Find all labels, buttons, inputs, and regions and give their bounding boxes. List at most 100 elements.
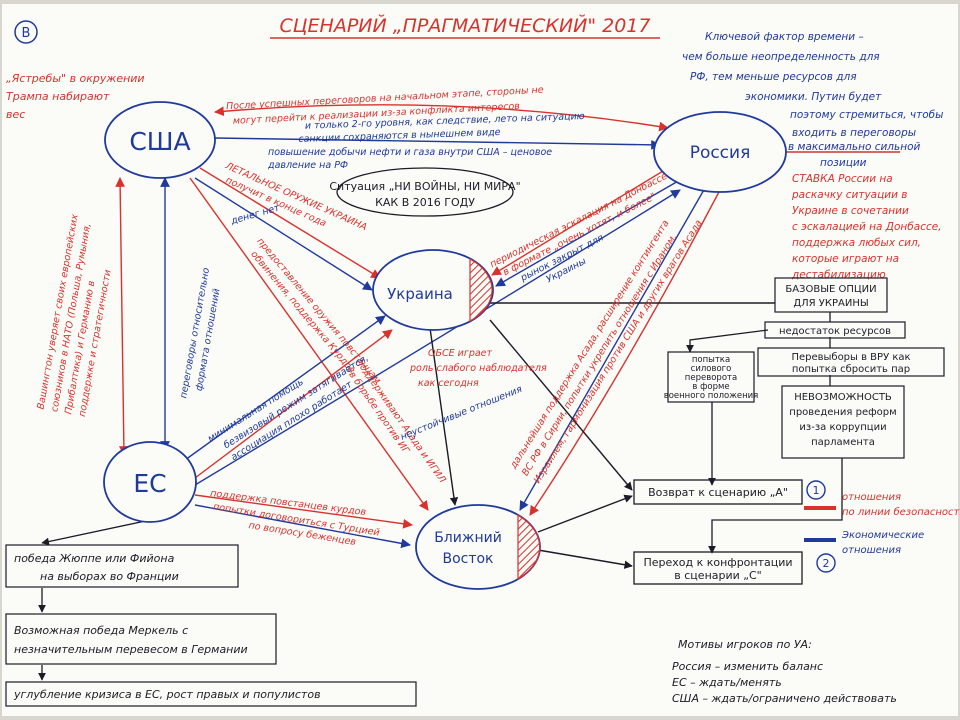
svg-text:в форме: в форме — [692, 382, 729, 392]
svg-text:попытка: попытка — [692, 355, 730, 365]
svg-text:ДЛЯ УКРАИНЫ: ДЛЯ УКРАИНЫ — [793, 298, 868, 309]
outcome-a-number: 1 — [813, 484, 820, 497]
top-left-note: „Ястребы" в окружении Трампа набирают ве… — [6, 72, 145, 121]
svg-text:„Ястребы" в окружении: „Ястребы" в окружении — [6, 72, 145, 85]
node-usa-label: США — [129, 127, 190, 156]
edge-ukraine-outcome-a — [489, 319, 633, 491]
svg-text:поэтому стремиться, чтобы: поэтому стремиться, чтобы — [790, 109, 943, 121]
svg-text:ОБСЕ играет: ОБСЕ играет — [428, 348, 493, 359]
legend-blue-label-1: Экономические — [841, 530, 924, 541]
svg-text:Ключевой фактор времени –: Ключевой фактор времени – — [705, 31, 864, 43]
svg-text:раскачку ситуации в: раскачку ситуации в — [791, 189, 907, 201]
svg-text:недостаток ресурсов: недостаток ресурсов — [779, 326, 891, 337]
svg-text:с эскалацией на Донбассе,: с эскалацией на Донбассе, — [792, 221, 942, 233]
edge-ukraine-me — [429, 327, 459, 506]
edge-russia-ukraine-economy — [495, 179, 681, 287]
node-eu-label: ЕС — [133, 469, 166, 498]
motives-title: Мотивы игроков по УА: — [678, 638, 812, 651]
svg-text:позиции: позиции — [820, 157, 867, 169]
node-russia — [653, 111, 787, 193]
edge-usa-me-security — [189, 177, 429, 511]
svg-text:незначительным перевесом в Гер: незначительным перевесом в Германии — [14, 643, 248, 656]
outcomes: Возврат к сценарию „А" 1 Переход к конфр… — [633, 479, 836, 585]
variant-badge: В — [22, 26, 31, 41]
outcome-a-box — [633, 479, 803, 505]
base-options: БАЗОВЫЕ ОПЦИИ ДЛЯ УКРАИНЫ недостаток рес… — [664, 277, 945, 459]
node-russia-label: Россия — [690, 143, 751, 163]
svg-text:проведения реформ: проведения реформ — [789, 407, 896, 418]
svg-text:в максимально сильной: в максимально сильной — [788, 141, 920, 153]
outcome-c-box — [633, 551, 803, 585]
svg-text:переворота: переворота — [685, 373, 737, 383]
svg-text:входить в переговоры: входить в переговоры — [792, 127, 916, 139]
svg-text:парламента: парламента — [811, 437, 875, 448]
svg-text:силового: силового — [691, 364, 732, 374]
outcome-a-label: Возврат к сценарию „А" — [648, 486, 788, 499]
svg-text:углубление кризиса в ЕС, рост: углубление кризиса в ЕС, рост правых и п… — [13, 688, 321, 701]
variant-badge-circle — [14, 20, 38, 44]
edge-usa-russia-economy — [214, 137, 661, 150]
edge-usa-eu-security — [115, 177, 129, 456]
svg-text:Перевыборы в ВРУ как: Перевыборы в ВРУ как — [791, 352, 910, 363]
svg-text:дестабилизацию: дестабилизацию — [791, 269, 886, 281]
outcome-c-number: 2 — [823, 557, 830, 570]
svg-text:как сегодня: как сегодня — [418, 378, 479, 389]
motives-row-russia: Россия – изменить баланс — [672, 660, 823, 673]
svg-text:Трампа набирают: Трампа набирают — [6, 90, 110, 103]
edge-eu-me-security — [194, 494, 413, 529]
edge-usa-russia-security — [214, 104, 669, 132]
edge-eu-ukraine-security — [194, 329, 393, 479]
svg-text:роль слабого наблюдателя: роль слабого наблюдателя — [409, 363, 547, 374]
node-eu — [103, 441, 197, 523]
node-middle-east-label-1: Ближний — [434, 530, 502, 546]
legend-blue-label-2: отношения — [842, 545, 901, 556]
svg-text:вес: вес — [6, 108, 25, 121]
svg-text:на выборах во Франции: на выборах во Франции — [40, 570, 179, 583]
edge-russia-ukraine-security — [491, 167, 669, 276]
svg-text:экономики. Путин будет: экономики. Путин будет — [745, 91, 882, 103]
situation-line-1: Ситуация „НИ ВОЙНЫ, НИ МИРА" — [329, 180, 520, 193]
svg-text:чем больше неопределенность дл: чем больше неопределенность для — [682, 51, 880, 63]
page-title: СЦЕНАРИЙ „ПРАГМАТИЧЕСКИЙ" 2017 — [280, 14, 651, 37]
svg-text:попытка сбросить пар: попытка сбросить пар — [792, 364, 910, 375]
edge-usa-ukraine-economy — [194, 177, 373, 291]
top-right-note: Ключевой фактор времени – чем больше нео… — [682, 31, 943, 169]
svg-text:давление на РФ: давление на РФ — [267, 160, 348, 171]
svg-text:БАЗОВЫЕ ОПЦИИ: БАЗОВЫЕ ОПЦИИ — [785, 284, 876, 295]
node-ukraine-label: Украина — [387, 285, 453, 303]
edge-eu-russia-economy — [194, 189, 681, 486]
svg-text:СТАВКА России на: СТАВКА России на — [792, 173, 893, 185]
outcome-c-label-1: Переход к конфронтации — [643, 556, 792, 569]
edge-me-outcome-c — [537, 549, 633, 569]
outcome-c-label-2: в сценарии „С" — [674, 569, 761, 582]
edge-russia-me-economy — [519, 187, 706, 511]
edge-me-outcome-a — [537, 494, 633, 533]
motives-row-eu: ЕС – ждать/менять — [672, 676, 782, 689]
svg-text:военного положения: военного положения — [664, 391, 759, 401]
motives-row-usa: США – ждать/ограничено действовать — [672, 692, 897, 705]
legend: отношения по линии безопасности Экономич… — [804, 492, 960, 556]
node-middle-east-label-2: Восток — [442, 551, 493, 567]
legend-red-label-2: по линии безопасности — [842, 506, 960, 518]
node-ukraine — [372, 249, 494, 331]
edge-usa-ukraine-security — [199, 167, 381, 279]
edge-eu-me-economy — [194, 504, 411, 549]
situation-line-2: КАК В 2016 ГОДУ — [375, 196, 475, 209]
label-osce: ОБСЕ играет роль слабого наблюдателя как… — [409, 348, 547, 389]
russia-stake-note: СТАВКА России на раскачку ситуации в Укр… — [791, 173, 942, 281]
svg-text:поддержка любых сил,: поддержка любых сил, — [792, 237, 921, 249]
node-middle-east — [415, 504, 541, 590]
node-usa — [104, 101, 216, 179]
svg-text:из-за коррупции: из-за коррупции — [799, 422, 886, 433]
situation-oval — [336, 167, 514, 217]
svg-text:повышение добычи нефти и газа: повышение добычи нефти и газа внутри США… — [268, 147, 552, 158]
svg-text:НЕВОЗМОЖНОСТЬ: НЕВОЗМОЖНОСТЬ — [794, 392, 892, 403]
edge-russia-me-security — [529, 189, 721, 516]
svg-text:Возможная победа Меркель с: Возможная победа Меркель с — [14, 624, 188, 637]
label-usa-russia-3: повышение добычи нефти и газа внутри США… — [267, 147, 552, 171]
legend-red-label-1: отношения — [842, 492, 901, 503]
svg-text:победа Жюппе или Фийона: победа Жюппе или Фийона — [14, 552, 175, 565]
svg-text:которые играют на: которые играют на — [792, 253, 899, 265]
svg-text:Украине в сочетании: Украине в сочетании — [792, 205, 909, 217]
